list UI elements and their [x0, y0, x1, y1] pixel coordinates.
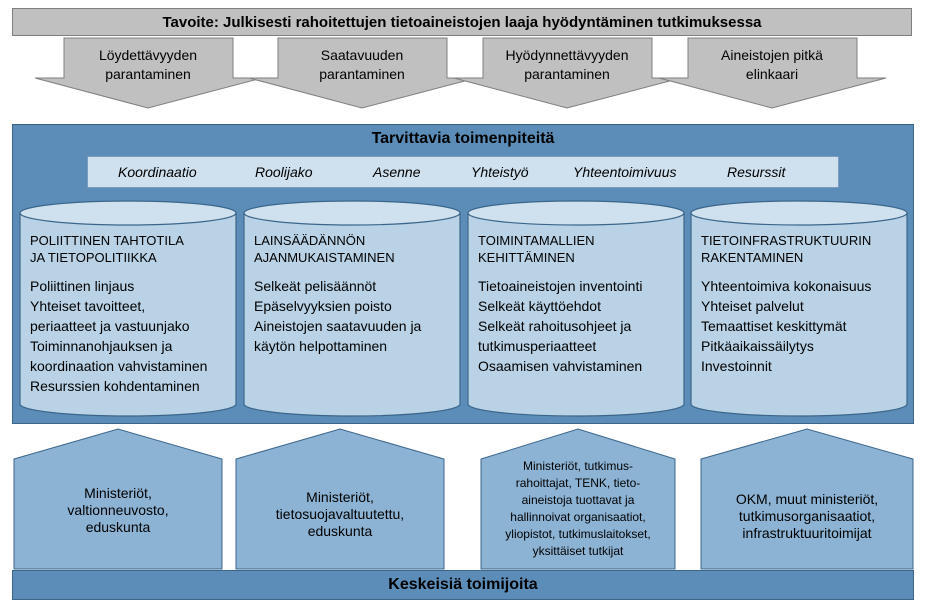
- cylinder-4-item: Yhteiset palvelut: [701, 298, 804, 314]
- cylinder-3-item: tutkimusperiaatteet: [478, 338, 597, 354]
- cylinder-4-title: TIETOINFRASTRUKTUURIN RAKENTAMINEN: [701, 232, 901, 266]
- goal-arrow-3-line-2: parantaminen: [524, 66, 610, 82]
- cylinder-3-item: Selkeät rahoitusohjeet ja: [478, 318, 632, 334]
- goal-arrow-4: [658, 37, 887, 109]
- goal-arrow-label-1: Löydettävyyden parantaminen: [73, 46, 223, 84]
- goal-arrow-1-line-2: parantaminen: [105, 66, 191, 82]
- cylinder-2: [243, 200, 461, 417]
- cylinder-2-text: LAINSÄÄDÄNNÖN AJANMUKAISTAMINEN Selkeät …: [254, 232, 454, 356]
- actor-group-1-line: Ministeriöt,: [84, 485, 152, 501]
- actor-group-1-line: valtionneuvosto,: [67, 502, 169, 518]
- actor-group-3-line: rahoittajat, TENK, tieto-: [515, 476, 641, 490]
- cylinder-3-title-line-1: TOIMINTAMALLIEN: [478, 233, 595, 248]
- cylinder-2-title: LAINSÄÄDÄNNÖN AJANMUKAISTAMINEN: [254, 232, 454, 266]
- actor-group-3-line: Ministeriöt, tutkimus-: [522, 459, 634, 473]
- actors-title: Keskeisiä toimijoita: [388, 576, 538, 593]
- goal-arrow-4-line-1: Aineistojen pitkä: [721, 47, 823, 63]
- cylinder-4-item: Temaattiset keskittymät: [701, 318, 847, 334]
- cylinder-2-title-line-1: LAINSÄÄDÄNNÖN: [254, 233, 366, 248]
- cylinder-4-item: Yhteentoimiva kokonaisuus: [701, 278, 872, 294]
- goal-arrow-1-line-1: Löydettävyyden: [98, 47, 198, 63]
- theme-roles: Roolijako: [255, 164, 313, 180]
- cylinder-4-item: Pitkäaikaissäilytys: [701, 338, 814, 354]
- cylinder-3-item: Selkeät käyttöehdot: [478, 298, 601, 314]
- goal-arrow-4-line-2: elinkaari: [745, 66, 799, 82]
- cylinder-4-item: Investoinnit: [701, 358, 772, 374]
- goal-arrow-label-3: Hyödynnettävyyden parantaminen: [492, 46, 642, 84]
- goal-arrow-2: [248, 37, 477, 109]
- actor-group-4-line: OKM, muut ministeriöt,: [735, 491, 879, 507]
- cylinder-1-item: Resurssien kohdentaminen: [30, 378, 200, 394]
- cylinder-1-title: POLIITTINEN TAHTOTILA JA TIETOPOLITIIKKA: [30, 232, 230, 266]
- cylinder-1-title-line-2: JA TIETOPOLITIIKKA: [30, 250, 157, 265]
- cylinder-3-title-line-2: KEHITTÄMINEN: [478, 250, 575, 265]
- cylinder-3-text: TOIMINTAMALLIEN KEHITTÄMINEN Tietoaineis…: [478, 232, 678, 376]
- actor-group-2-line: tietosuojavaltuutettu,: [275, 506, 405, 522]
- cylinder-4-text: TIETOINFRASTRUKTUURIN RAKENTAMINEN Yhtee…: [701, 232, 901, 376]
- actor-group-2-line: eduskunta: [307, 523, 373, 539]
- cylinder-1-item: koordinaation vahvistaminen: [30, 358, 208, 374]
- goal-banner: Tavoite: Julkisesti rahoitettujen tietoa…: [12, 8, 912, 36]
- cylinder-3: [467, 200, 685, 417]
- actor-group-3-line: aineistoja tuottavat ja: [521, 493, 635, 507]
- goal-arrow-3-line-1: Hyödynnettävyyden: [505, 47, 629, 63]
- themes-bar: [87, 156, 839, 188]
- theme-cooperation: Yhteistyö: [471, 164, 529, 180]
- cylinder-1-item: Toiminnanohjauksen ja: [30, 338, 173, 354]
- goal-arrow-2-line-2: parantaminen: [319, 66, 405, 82]
- actor-group-3: Ministeriöt, tutkimus- rahoittajat, TENK…: [481, 458, 675, 560]
- cylinder-2-item: Epäselvyyksien poisto: [254, 298, 392, 314]
- actor-group-1: Ministeriöt, valtionneuvosto, eduskunta: [14, 485, 222, 536]
- measures-title: Tarvittavia toimenpiteitä: [371, 130, 555, 147]
- cylinder-3-item: Tietoaineistojen inventointi: [478, 278, 643, 294]
- actor-group-4: OKM, muut ministeriöt, tutkimusorganisaa…: [701, 491, 913, 542]
- actor-group-2: Ministeriöt, tietosuojavaltuutettu, edus…: [236, 489, 444, 540]
- cylinder-2-item: Aineistojen saatavuuden ja: [254, 318, 422, 334]
- goal-arrow-1: [34, 37, 263, 109]
- actors-banner: Keskeisiä toimijoita: [12, 570, 914, 600]
- cylinder-4-title-line-2: RAKENTAMINEN: [701, 250, 804, 265]
- theme-interoperability: Yhteentoimivuus: [573, 164, 677, 180]
- goal-text: Tavoite: Julkisesti rahoitettujen tietoa…: [162, 13, 762, 31]
- actor-arrow-3: [480, 428, 676, 570]
- actor-arrow-1: [13, 428, 223, 570]
- cylinder-1-text: POLIITTINEN TAHTOTILA JA TIETOPOLITIIKKA…: [30, 232, 230, 396]
- actor-arrow-4: [700, 428, 914, 570]
- theme-attitude: Asenne: [373, 164, 421, 180]
- theme-resources: Resurssit: [727, 164, 786, 180]
- goal-arrow-label-4: Aineistojen pitkä elinkaari: [697, 46, 847, 84]
- goal-arrow-label-2: Saatavuuden parantaminen: [287, 46, 437, 84]
- cylinder-4-title-line-1: TIETOINFRASTRUKTUURIN: [701, 233, 872, 248]
- actor-group-4-line: infrastruktuuritoimijat: [742, 525, 872, 541]
- goal-arrow-2-line-1: Saatavuuden: [320, 47, 404, 63]
- actor-group-3-line: yksittäiset tutkijat: [532, 544, 624, 558]
- actor-group-3-line: yliopistot, tutkimuslaitokset,: [505, 527, 651, 541]
- cylinder-4: [690, 200, 908, 417]
- cylinder-3-item: Osaamisen vahvistaminen: [478, 358, 643, 374]
- actor-group-1-line: eduskunta: [85, 519, 151, 535]
- actor-arrow-2: [235, 428, 445, 570]
- actor-group-3-line: hallinnoivat organisaatiot,: [510, 510, 646, 524]
- goal-arrow-3: [453, 37, 682, 109]
- cylinder-1-item: Yhteiset tavoitteet,: [30, 298, 146, 314]
- cylinder-1-title-line-1: POLIITTINEN TAHTOTILA: [30, 233, 184, 248]
- cylinder-1: [19, 200, 237, 417]
- cylinder-1-item: periaatteet ja vastuunjako: [30, 318, 190, 334]
- cylinder-2-item: käytön helpottaminen: [254, 338, 388, 354]
- cylinder-3-title: TOIMINTAMALLIEN KEHITTÄMINEN: [478, 232, 678, 266]
- cylinder-2-item: Selkeät pelisäännöt: [254, 278, 377, 294]
- cylinder-1-item: Poliittinen linjaus: [30, 278, 135, 294]
- actor-group-2-line: Ministeriöt,: [306, 489, 374, 505]
- actor-group-4-line: tutkimusorganisaatiot,: [738, 508, 876, 524]
- theme-coordination: Koordinaatio: [118, 164, 197, 180]
- cylinder-2-title-line-2: AJANMUKAISTAMINEN: [254, 250, 395, 265]
